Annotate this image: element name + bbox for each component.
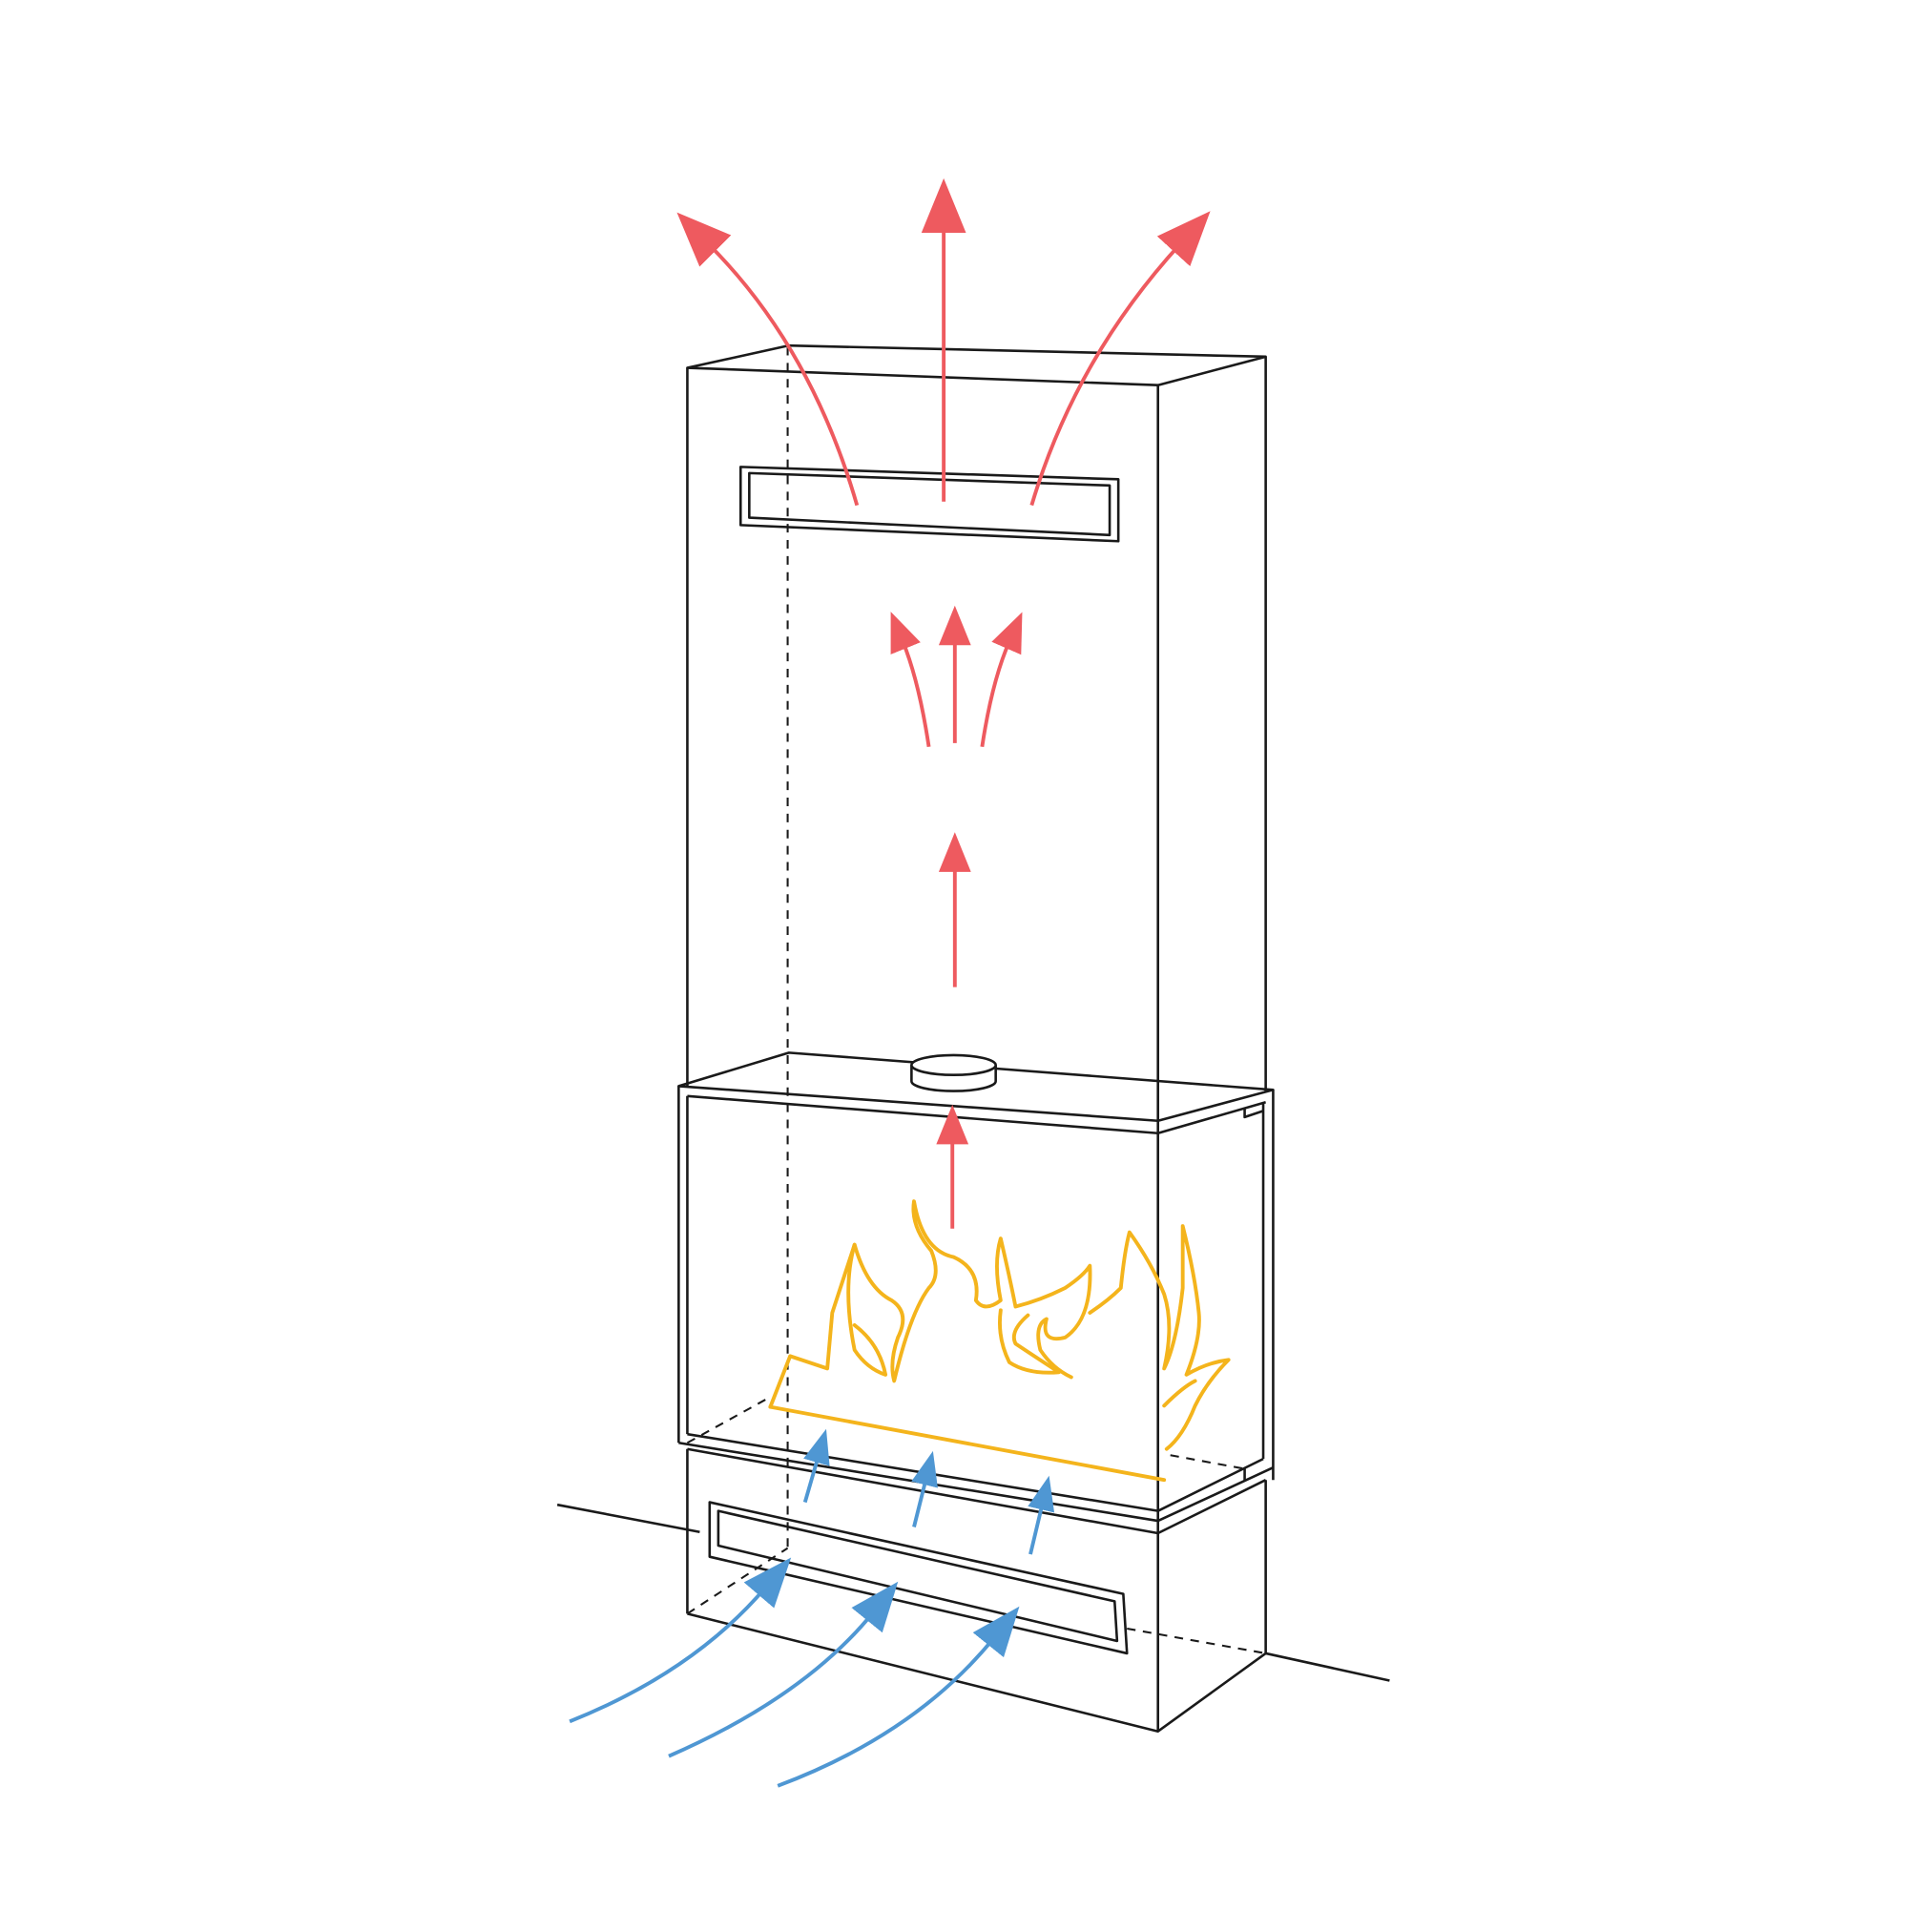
floor-line <box>1265 1652 1390 1682</box>
lower-vent-icon <box>708 1501 1129 1655</box>
cool-air-arrow <box>569 1557 792 1724</box>
cool-air-arrow <box>1028 1475 1055 1555</box>
upper-vent-icon <box>738 466 1120 543</box>
flue-damper-icon <box>910 1053 997 1092</box>
warm-air-arrow <box>1029 211 1211 507</box>
floor-line <box>556 1503 700 1533</box>
cool-air-arrow <box>911 1450 938 1528</box>
warm-air-arrow <box>890 612 931 748</box>
warm-air-arrow <box>676 212 860 507</box>
firebox <box>677 1051 1275 1732</box>
flame-icon <box>768 1199 1231 1483</box>
cool-air-arrow <box>802 1428 830 1504</box>
chimney-breast <box>686 343 1267 1551</box>
cool-air-arrow <box>777 1606 1020 1788</box>
cool-air-arrow <box>668 1581 899 1758</box>
warm-air-arrow <box>980 612 1023 748</box>
